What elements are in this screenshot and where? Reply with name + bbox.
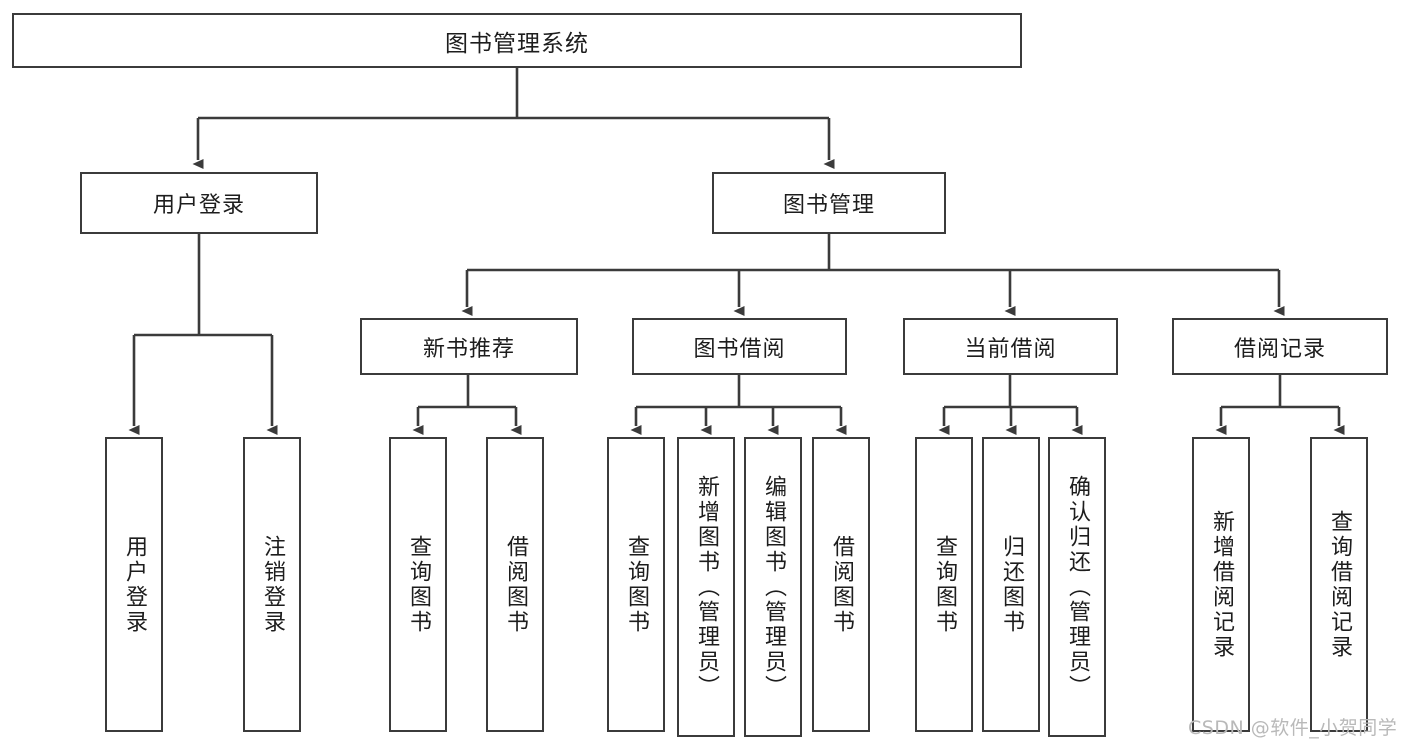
node-leaf-add-record-label: 新增借阅记录	[1209, 509, 1234, 660]
node-leaf-query-book-cur[interactable]: 查询图书	[915, 437, 973, 732]
node-book-borrow-label: 图书借阅	[693, 336, 786, 362]
node-user-login[interactable]: 用户登录	[80, 172, 318, 234]
node-leaf-query-record-label: 查询借阅记录	[1327, 509, 1352, 660]
node-leaf-edit-book[interactable]: 编辑图书（管理员）	[744, 437, 802, 737]
node-leaf-borrow-book-rec[interactable]: 借阅图书	[486, 437, 544, 732]
node-leaf-return-book[interactable]: 归还图书	[982, 437, 1040, 732]
node-leaf-return-book-label: 归还图书	[999, 534, 1024, 635]
node-leaf-borrow-book-rec-label: 借阅图书	[503, 534, 528, 635]
csdn-watermark: CSDN @软件_小贺同学	[1188, 717, 1398, 739]
node-leaf-borrow-book-bor-label: 借阅图书	[829, 534, 854, 635]
node-book-manage[interactable]: 图书管理	[712, 172, 946, 234]
node-leaf-add-book[interactable]: 新增图书（管理员）	[677, 437, 735, 737]
node-leaf-add-record[interactable]: 新增借阅记录	[1192, 437, 1250, 732]
node-current-borrow-label: 当前借阅	[964, 336, 1057, 362]
node-current-borrow[interactable]: 当前借阅	[903, 318, 1118, 375]
node-leaf-user-login-label: 用户登录	[122, 534, 147, 635]
node-leaf-query-book-bor-label: 查询图书	[624, 534, 649, 635]
node-root[interactable]: 图书管理系统	[12, 13, 1022, 68]
node-leaf-user-login[interactable]: 用户登录	[105, 437, 163, 732]
node-borrow-record-label: 借阅记录	[1233, 336, 1326, 362]
node-new-book-rec[interactable]: 新书推荐	[360, 318, 578, 375]
node-leaf-edit-book-label: 编辑图书（管理员）	[761, 474, 786, 700]
node-leaf-query-book-bor[interactable]: 查询图书	[607, 437, 665, 732]
node-leaf-query-book-rec-label: 查询图书	[406, 534, 431, 635]
node-root-label: 图书管理系统	[445, 30, 589, 57]
node-leaf-confirm-return[interactable]: 确认归还（管理员）	[1048, 437, 1106, 737]
node-leaf-borrow-book-bor[interactable]: 借阅图书	[812, 437, 870, 732]
node-leaf-query-book-rec[interactable]: 查询图书	[389, 437, 447, 732]
node-leaf-query-book-cur-label: 查询图书	[932, 534, 957, 635]
node-leaf-logout[interactable]: 注销登录	[243, 437, 301, 732]
node-book-borrow[interactable]: 图书借阅	[632, 318, 847, 375]
node-borrow-record[interactable]: 借阅记录	[1172, 318, 1388, 375]
node-new-book-rec-label: 新书推荐	[422, 336, 515, 362]
node-book-manage-label: 图书管理	[782, 193, 875, 218]
node-leaf-query-record[interactable]: 查询借阅记录	[1310, 437, 1368, 732]
node-leaf-confirm-return-label: 确认归还（管理员）	[1065, 474, 1090, 700]
node-leaf-add-book-label: 新增图书（管理员）	[694, 474, 719, 700]
node-leaf-logout-label: 注销登录	[260, 534, 285, 635]
node-user-login-label: 用户登录	[152, 193, 245, 218]
